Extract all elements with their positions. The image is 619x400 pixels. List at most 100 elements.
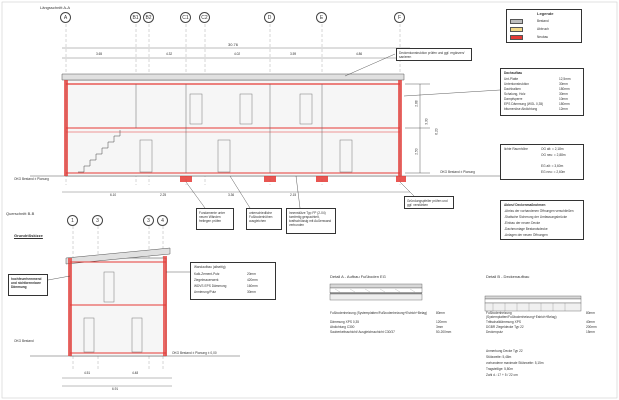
bottom-dim-4: 2.15 [290,193,297,197]
detail-a-table: Fußbodenheizung (Systemplatten/Fußbodenh… [330,311,470,342]
overall-dimension-aa: 30.76 [228,42,239,47]
axis-bubble-3b: 3 [143,215,154,226]
section-bb-title: Querschnitt B-B [6,211,35,216]
roof-row-value: 30mm [559,82,568,86]
ground-label-right-aa: OKG Bestand ± Planung [440,170,475,174]
axis-bubble-c1: C1 [180,12,191,23]
roof-row-label: bitumenöse Abdichtung [504,107,538,111]
axis-bubble-e: E [316,12,327,23]
top-dim-2: 4.32 [166,52,173,56]
detail-b-row-label: Trittschalldämmung XPS [486,320,521,324]
top-dim-1: 3.65 [96,52,103,56]
detail-b-row-value: 15mm [586,330,595,334]
detail-b-footer-line: Tragstellige: 5,80m [486,367,513,371]
axis-bubble-c2: C2 [199,12,210,23]
roof-row-value: 180mm [559,87,570,91]
note-fundament: Fundamente unter neuen Wänden freilegen … [196,208,234,230]
measures-notes-box: Abbruf Deckenmaßnahmen -Abriss der vorha… [500,200,584,240]
wall-build-up-heading: Wandaufbau (allseitig) [194,265,226,269]
legend-label-abbruch: Abbruch [537,27,549,31]
detail-b-footer-line: Zahl d.: 17 + 5 / 22 cm [486,373,518,377]
detail-a-row-value: 50-200mm [436,330,452,334]
detail-b-row-value: 200mm [586,325,597,329]
fire-insulation-note: hochfeuerhemmend und nichtbrennbare Dämm… [8,274,48,296]
section-bb-subtitle: Grundrißskizze [14,233,43,238]
roof-row-value: 10mm [559,97,568,101]
room-heights-heading: lichte Raumhöhe [504,147,528,151]
detail-a-row-label: Fußbodenheizung (Systemplatten/Fußbodenh… [330,311,428,315]
measures-note-line: -Abriss der vorhandenen Öffnungen versch… [504,209,574,213]
note-fundament-text: Fundamente unter neuen Wänden freilegen … [199,211,226,223]
legend-label-bestand: Bestand [537,19,549,23]
detail-b-title: Detail B - Deckenaufbau [486,274,530,279]
top-dim-4: 3.59 [290,52,297,56]
legend-swatch-bestand [510,19,523,24]
bottom-dim-2: 2.25 [160,193,167,197]
wall-row-value: 20mm [247,272,256,276]
detail-b-row-label: DGBR Ziegeldecke Typ 22 [486,325,524,329]
note-roof-text: Deckenkonstruktion prüfen und ggf. ergän… [399,51,465,59]
roof-row-label: Schalung, Holz [504,92,526,96]
detail-b-footer-line: Anmerkung Decke Typ 22 [486,349,523,353]
room-height-row: EG neu: = 2,60m [541,170,566,174]
bottom-dim-3: 3.36 [228,193,235,197]
bb-bottom-dim-1: 4.51 [84,371,91,375]
axis-bubble-a: A [60,12,71,23]
measures-note-line: -Statische Sicherung der Umfassungsbrück… [504,215,568,219]
bottom-dim-1: 6.10 [110,193,117,197]
measures-note-line: -Einbau der neuen Decke [504,221,541,225]
axis-bubble-b2: B2 [143,12,154,23]
wall-row-value: 160mm [247,284,258,288]
note-unterzug-text: unterschiedliche Fußbodenhöhen ausgleich… [249,211,273,223]
legend-swatch-neubau [510,35,523,40]
height-dim-2: 3.30 [424,118,429,125]
section-aa [30,24,501,209]
room-height-row: OG alt: = 2,18m [541,147,564,151]
note-gruendung-text: Gründungspfeiler prüfen und ggf. verstär… [407,199,448,207]
detail-a-row-value: 3mm [436,325,444,329]
detail-a-row-label: Dämmung XPS 0,35 [330,320,360,324]
roof-row-label: Dachbalken [504,87,521,91]
wall-row-label: Kalk-Zement-Putz [194,272,220,276]
roof-build-up-box: Dachaufbau Unt-Platte 12,5mm Unterkonstr… [500,68,584,116]
axis-bubble-1: 1 [67,215,78,226]
top-dim-5: 4.86 [356,52,363,56]
note-gruendung: Gründungspfeiler prüfen und ggf. verstär… [404,196,454,209]
top-dim-3: 4.02 [234,52,241,56]
room-height-row: OG neu: = 2,88m [541,153,566,157]
legend-box: Legende Bestand Abbruch Neubau [506,9,582,43]
roof-row-label: EPS Dämmung (WGL 0,35) [504,102,544,106]
wall-row-value: 30mm [247,290,256,294]
detail-b-footer: Anmerkung Decke Typ 22 Stützweite: 5,48m… [486,349,614,386]
detail-b-drawing [484,295,582,312]
detail-b-row-value: 40mm [586,320,595,324]
detail-a-drawing [329,283,423,301]
detail-b-footer-line: vorhandene maximale Stützweite: 5,15m [486,361,544,365]
measures-note-line: -Dachmontage Bestandsdecke [504,227,548,231]
axis-bubble-4: 4 [157,215,168,226]
wall-row-label: WDVS EPS Dämmung [194,284,227,288]
roof-row-value: 12,5mm [559,77,571,81]
legend-swatch-abbruch [510,27,523,32]
measures-notes-heading: Abbruf Deckenmaßnahmen [504,203,546,207]
axis-bubble-3a: 3 [92,215,103,226]
axis-bubble-f: F [394,12,405,23]
detail-b-footer-line: Stützweite: 5,48m [486,355,512,359]
detail-b-row-label: Deckenputz [486,330,503,334]
roof-row-value: 12mm [559,107,568,111]
height-dim-1: 2.88 [414,100,419,107]
ground-label-left-bb: OKG Bestand [14,339,34,343]
note-innenstuetze: Innenstütze Typ FP (2-04) tumfertig gesp… [286,208,336,234]
measures-note-line: -Anlagen der neuen Öffnungen [504,233,548,237]
bb-overall-dim: 6.91 [112,387,119,391]
detail-a-row-value: 80mm [436,311,445,315]
legend-label-neubau: Neubau [537,35,549,39]
axis-bubble-d: D [264,12,275,23]
height-dim-4: 6.20 [434,128,439,135]
note-innenstuetze-text: Innenstütze Typ FP (2-04) tumfertig gesp… [289,211,332,227]
height-dim-3: 2.50 [414,148,419,155]
roof-row-label: Unterkonstruktion [504,82,529,86]
ground-label-left-aa: OKG Bestand ± Planung [14,177,49,181]
detail-b-row-value: 80mm [586,311,595,315]
roof-row-value: 180mm [559,102,570,106]
